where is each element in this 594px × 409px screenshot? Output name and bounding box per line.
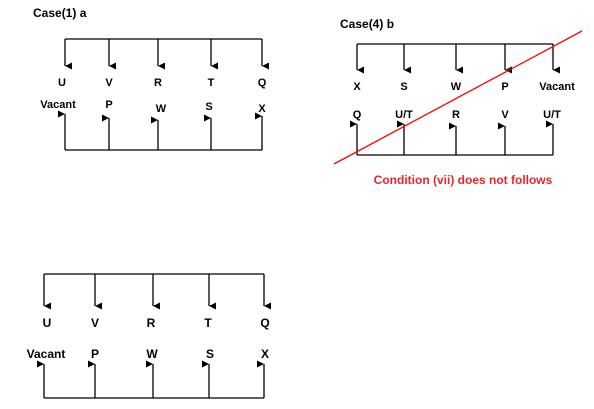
panel-title: Case(4) b [340, 17, 394, 31]
seat-label: X [261, 347, 269, 361]
seat-label: W [451, 81, 462, 93]
seat-label: Vacant [40, 99, 76, 111]
panel-final: U V R T Q Vacant P W S X [27, 273, 271, 399]
seat-label: V [105, 77, 113, 89]
seat-label: W [156, 103, 167, 115]
panel-case1a: Case(1) a U V R T Q Vacant P W S X [33, 6, 269, 151]
seat-label: Q [258, 77, 267, 89]
seat-label: U [43, 316, 52, 330]
seat-label: S [205, 101, 212, 113]
seat-label: R [452, 109, 460, 121]
seat-label: V [501, 109, 509, 121]
panel-title: Case(1) a [33, 6, 87, 20]
condition-status-text: Condition (vii) does not follows [374, 173, 553, 187]
panel-case4b: Case(4) b X S W P Vacant Q U/T R V U/T C… [333, 17, 583, 187]
seat-label: U [58, 77, 66, 89]
seat-label: S [400, 81, 407, 93]
seat-label: T [204, 316, 212, 330]
seat-label: V [91, 316, 99, 330]
seat-label: P [501, 81, 508, 93]
seat-label: W [146, 347, 158, 361]
seat-label: Q [353, 109, 362, 121]
seat-label: R [154, 77, 162, 89]
strike-through-line [333, 30, 583, 165]
seat-label: Q [260, 316, 269, 330]
seat-label: X [353, 81, 361, 93]
seat-label: U/T [395, 109, 413, 121]
seat-label: R [147, 316, 156, 330]
seat-label: U/T [543, 109, 561, 121]
seat-label: S [206, 347, 214, 361]
seat-label: X [258, 103, 266, 115]
seat-label: Vacant [27, 347, 66, 361]
seat-label: P [105, 99, 112, 111]
seat-label: T [208, 77, 215, 89]
seat-label: P [91, 347, 99, 361]
seat-label: Vacant [539, 81, 575, 93]
